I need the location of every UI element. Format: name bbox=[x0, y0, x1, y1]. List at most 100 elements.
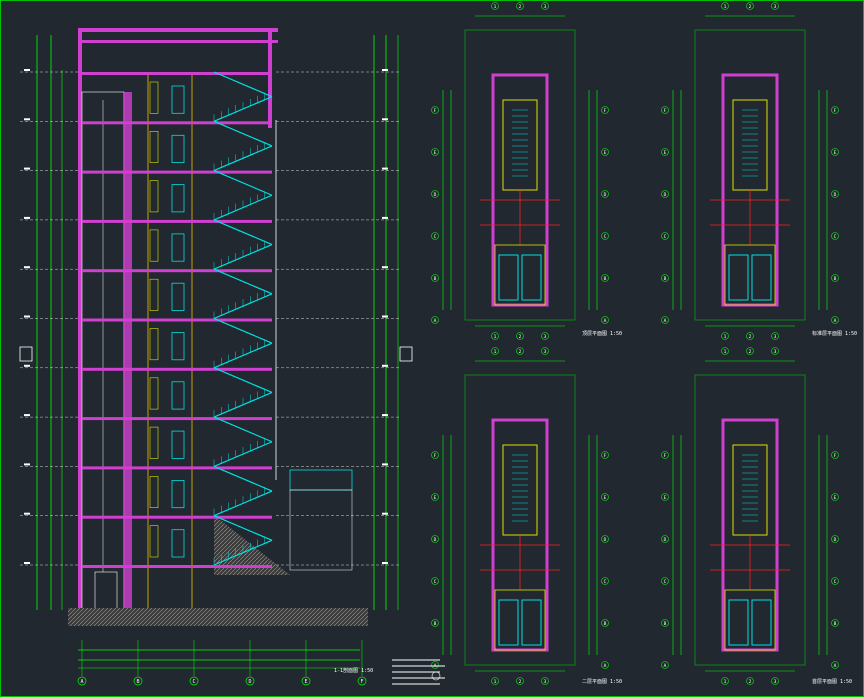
axis-bubble-label: D bbox=[664, 537, 667, 543]
stair-flight bbox=[213, 170, 273, 196]
axis-bubble bbox=[245, 676, 255, 686]
axis-bubble-label: E bbox=[664, 495, 667, 501]
door-frame bbox=[171, 282, 185, 311]
axis-bubble bbox=[541, 347, 549, 355]
plan-scale-ground-text: 1:50 bbox=[840, 679, 853, 685]
site-boundary bbox=[694, 29, 806, 321]
axis-bubble-label: 3 bbox=[774, 4, 777, 10]
axis-bubble bbox=[516, 2, 524, 10]
door-frame bbox=[171, 430, 185, 459]
stair-enclosure bbox=[502, 99, 538, 191]
axis-bubble bbox=[721, 332, 729, 340]
window-frame bbox=[149, 278, 159, 311]
axis-bubble-label: C bbox=[664, 234, 667, 240]
door-frame bbox=[171, 479, 185, 509]
axis-bubble bbox=[601, 577, 609, 585]
axis-bubble bbox=[831, 316, 839, 324]
axis-bubble-label: A bbox=[604, 318, 607, 324]
axis-bubble bbox=[601, 106, 609, 114]
axis-bubble-label: F bbox=[664, 108, 667, 114]
stair-flight bbox=[213, 391, 273, 418]
stair-flight bbox=[213, 120, 273, 147]
window-frame bbox=[149, 131, 159, 163]
axis-bubble-label: 1 bbox=[724, 679, 727, 685]
axis-bubble-label: F bbox=[664, 453, 667, 459]
axis-bubble-label: D bbox=[434, 537, 437, 543]
axis-bubble-label: 2 bbox=[749, 4, 752, 10]
axis-bubble bbox=[516, 677, 524, 685]
level-tag bbox=[382, 216, 388, 219]
axis-bubble-label: 1 bbox=[494, 349, 497, 355]
axis-bubble-label: B bbox=[434, 276, 437, 282]
section-title-text: 1-1剖面图 bbox=[334, 668, 359, 674]
axis-bubble-label: 2 bbox=[749, 679, 752, 685]
elevator-car bbox=[521, 599, 542, 646]
axis-bubble bbox=[661, 535, 669, 543]
level-tag bbox=[24, 562, 30, 564]
axis-bubble bbox=[831, 148, 839, 156]
floor-slab bbox=[82, 466, 272, 470]
axis-bubble bbox=[661, 148, 669, 156]
axis-bubble-label: 2 bbox=[749, 349, 752, 355]
level-tag bbox=[382, 315, 388, 318]
window-frame bbox=[149, 328, 159, 361]
axis-bubble-label: 1 bbox=[494, 334, 497, 340]
axis-bubble bbox=[431, 535, 439, 543]
axis-bubble bbox=[721, 677, 729, 685]
axis-bubble-label: F bbox=[604, 108, 607, 114]
axis-bubble bbox=[661, 274, 669, 282]
window-frame bbox=[149, 180, 159, 213]
elevator-car bbox=[498, 599, 519, 646]
axis-bubble-label: F bbox=[434, 108, 437, 114]
stair-enclosure bbox=[502, 444, 538, 536]
axis-bubble-label: 3 bbox=[774, 334, 777, 340]
stair-flight bbox=[213, 465, 273, 492]
section-stairs bbox=[213, 71, 273, 566]
stair-flight bbox=[213, 96, 273, 122]
door-frame bbox=[171, 529, 185, 558]
axis-bubble-label: D bbox=[434, 192, 437, 198]
stair-flight bbox=[213, 416, 273, 443]
axis-bubble bbox=[661, 190, 669, 198]
level-tag bbox=[24, 118, 30, 121]
axis-bubble-label: 3 bbox=[774, 679, 777, 685]
axis-bubble bbox=[771, 332, 779, 340]
axis-bubble-label: F bbox=[360, 679, 363, 685]
section-1-1-drawing bbox=[19, 28, 413, 669]
section-floors bbox=[20, 69, 400, 568]
axis-bubble-label: A bbox=[834, 318, 837, 324]
axis-bubble bbox=[831, 535, 839, 543]
section-title: 1-1剖面图 1:50 bbox=[334, 668, 373, 674]
axis-bubble bbox=[661, 232, 669, 240]
axis-bubble-label: 1 bbox=[724, 349, 727, 355]
floor-slab bbox=[82, 565, 272, 568]
site-boundary bbox=[464, 29, 576, 321]
elevator-car bbox=[728, 599, 749, 646]
axis-bubble-label: B bbox=[136, 679, 139, 685]
axis-bubble bbox=[746, 347, 754, 355]
axis-bubble bbox=[431, 148, 439, 156]
axis-bubble-label: E bbox=[434, 495, 437, 501]
axis-bubble bbox=[831, 619, 839, 627]
floor-slab bbox=[82, 417, 272, 421]
axis-bubble-label: 2 bbox=[519, 349, 522, 355]
axis-bubble-label: F bbox=[434, 453, 437, 459]
axis-bubble bbox=[771, 2, 779, 10]
axis-bubble bbox=[516, 332, 524, 340]
axis-bubble bbox=[431, 451, 439, 459]
axis-bubble-label: A bbox=[834, 663, 837, 669]
level-tag bbox=[24, 216, 30, 219]
axis-bubble-label: 2 bbox=[519, 334, 522, 340]
plan-title-standard: 标准层平面图 1:50 bbox=[812, 331, 857, 337]
axis-bubble-label: E bbox=[604, 150, 607, 156]
axis-bubble-label: C bbox=[604, 579, 607, 585]
axis-bubble bbox=[541, 332, 549, 340]
axis-bubble bbox=[746, 332, 754, 340]
axis-bubble bbox=[491, 332, 499, 340]
axis-bubble bbox=[661, 451, 669, 459]
door-frame bbox=[171, 332, 185, 361]
level-tag bbox=[24, 463, 30, 466]
axis-bubble bbox=[721, 2, 729, 10]
